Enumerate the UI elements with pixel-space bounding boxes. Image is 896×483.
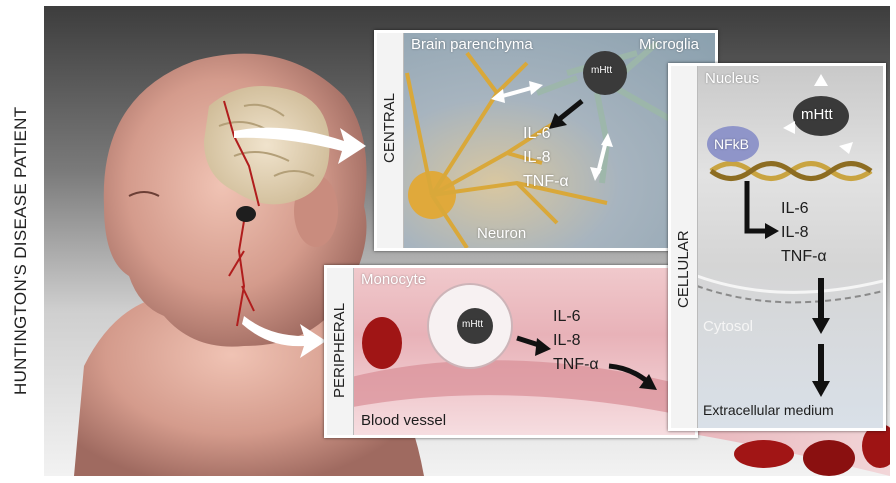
arrowhead — [814, 74, 828, 86]
microglia-label: Microglia — [639, 36, 699, 53]
monocyte-mhtt-label: mHtt — [462, 319, 483, 330]
nuclear-membrane — [697, 276, 883, 292]
brain-parenchyma-label: Brain parenchyma — [411, 36, 533, 53]
cellular-cytokine-il8: IL-8 — [781, 224, 809, 242]
central-cytokine-il8: IL-8 — [523, 149, 551, 167]
arrow-microglia-to-cytokines — [557, 101, 582, 121]
arrowhead — [783, 121, 795, 134]
cellular-label: CELLULAR — [673, 108, 695, 308]
central-vertical-label: CENTRAL — [377, 33, 404, 248]
central-cytokine-tnf: TNF-α — [523, 173, 569, 191]
central-cytokine-il6: IL-6 — [523, 125, 551, 143]
cellular-illustration — [671, 66, 883, 428]
double-arrow-neuron-microglia — [499, 87, 535, 97]
cellular-cytokine-tnf: TNF-α — [781, 248, 827, 266]
arrow-dna-to-cytokines — [747, 181, 767, 231]
monocyte-label: Monocyte — [361, 271, 426, 288]
nuclear-membrane-dashed — [697, 286, 883, 302]
arrowhead — [812, 318, 830, 334]
cellular-cytokine-il6: IL-6 — [781, 200, 809, 218]
peripheral-cytokine-tnf: TNF-α — [553, 356, 599, 374]
peripheral-cytokine-il6: IL-6 — [553, 308, 581, 326]
cellular-vertical-label: CELLULAR — [671, 66, 698, 428]
extracellular-medium-label: Extracellular medium — [703, 402, 834, 418]
nucleus-label: Nucleus — [705, 70, 759, 87]
side-title: HUNTINGTON'S DISEASE PATIENT — [8, 0, 34, 395]
central-label: CENTRAL — [379, 30, 401, 163]
brainstem-shape — [236, 206, 256, 222]
red-blood-cell — [734, 440, 794, 468]
central-panel: CENTRAL Brain parenchyma Microglia mHtt … — [374, 30, 718, 251]
cytosol-label: Cytosol — [703, 318, 753, 335]
peripheral-cytokine-il8: IL-8 — [553, 332, 581, 350]
neuron-label: Neuron — [477, 225, 526, 242]
red-blood-cell — [362, 317, 402, 369]
arrowhead — [812, 381, 830, 397]
peripheral-panel: PERIPHERAL Monocyte mHtt IL-6 IL-8 TNF-α… — [324, 265, 698, 438]
cellular-panel: CELLULAR Nucleus mHtt NFkB IL-6 IL-8 TNF… — [668, 63, 886, 431]
neuron-dendrites — [407, 53, 607, 248]
peripheral-label: PERIPHERAL — [329, 265, 351, 398]
blood-vessel-label: Blood vessel — [361, 412, 446, 429]
microglia-mhtt-label: mHtt — [591, 65, 612, 76]
vessel-wall — [347, 360, 695, 418]
arrowhead — [839, 142, 853, 154]
cellular-mhtt-label: mHtt — [801, 106, 833, 123]
peripheral-vertical-label: PERIPHERAL — [327, 268, 354, 435]
nfkb-label: NFkB — [714, 136, 749, 152]
red-blood-cell — [803, 440, 855, 476]
arrowhead — [765, 223, 779, 239]
peripheral-illustration — [327, 268, 695, 435]
arrowhead — [535, 338, 551, 356]
